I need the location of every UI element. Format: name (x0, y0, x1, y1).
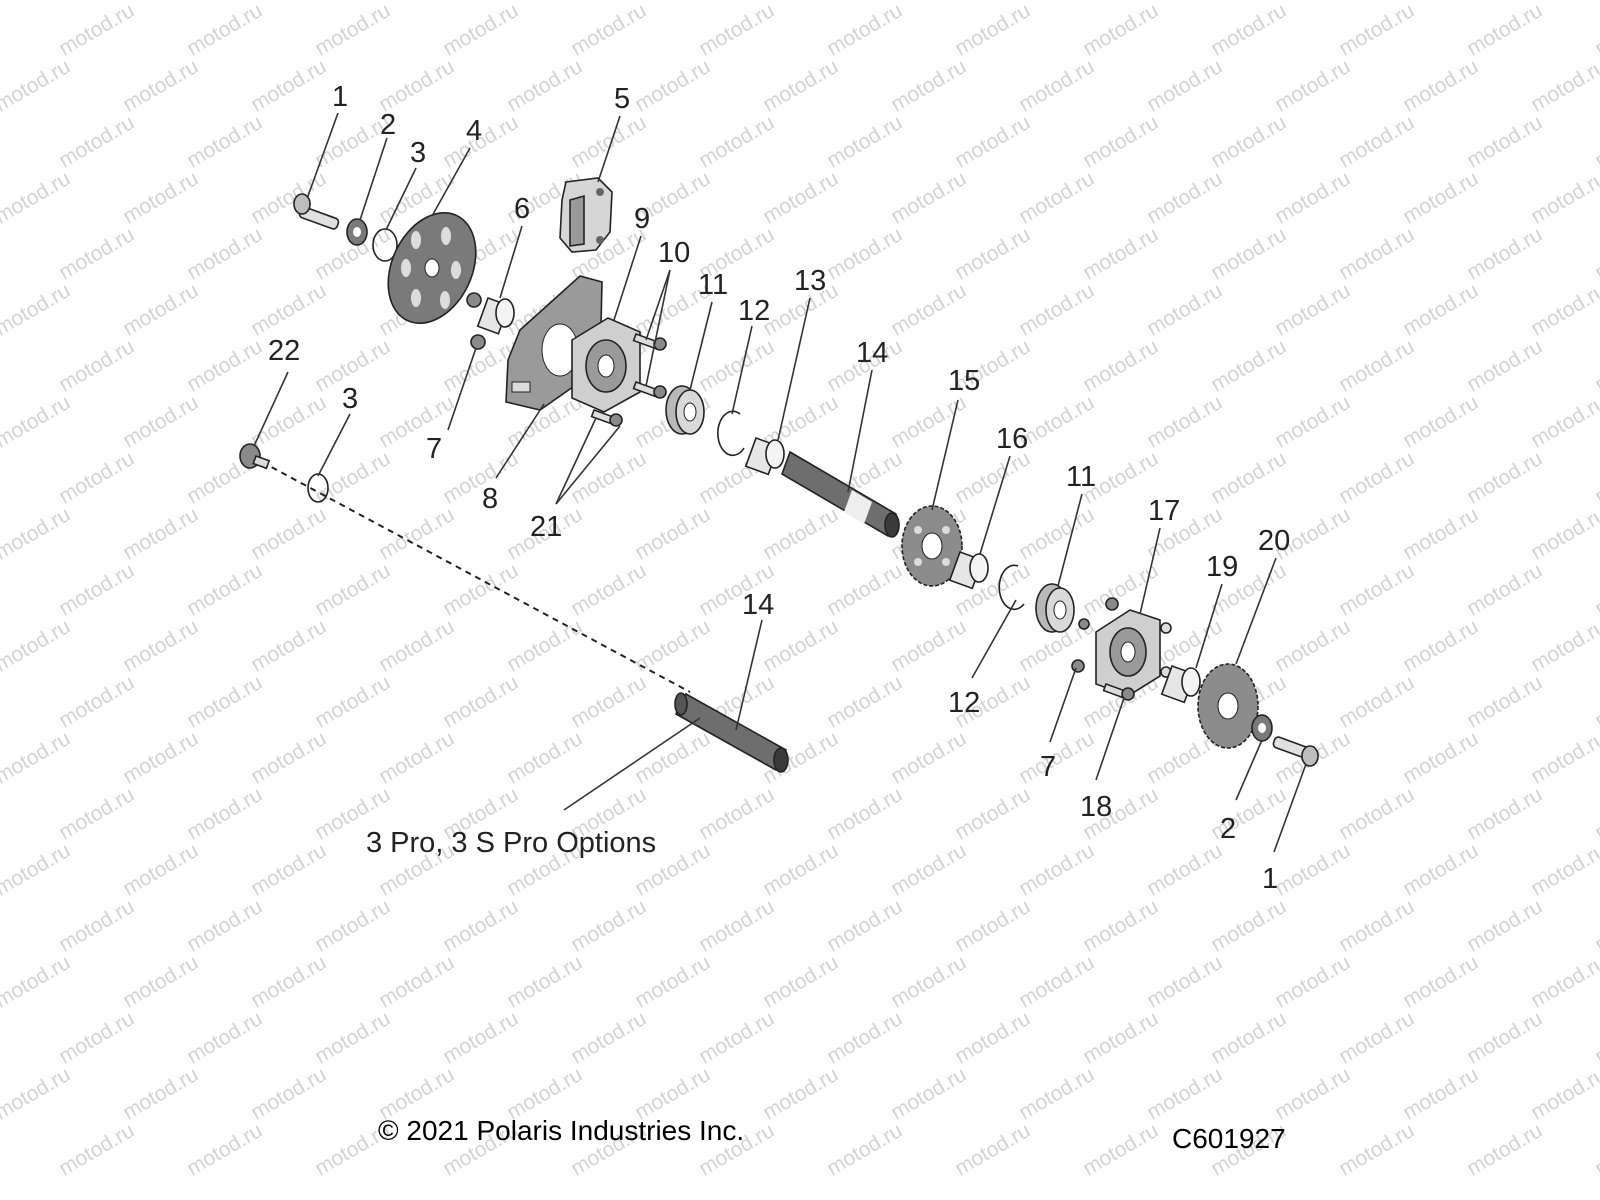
part-bolts-21 (590, 408, 623, 427)
part-oring-top (372, 228, 398, 262)
callout-3-top: 3 (410, 137, 426, 169)
part-bolt-top (293, 193, 340, 230)
part-snap-ring-lower (998, 564, 1025, 611)
callout-14-top: 14 (856, 337, 888, 369)
part-brake-disc (387, 211, 477, 325)
callout-1-top: 1 (332, 81, 348, 113)
callout-20: 20 (1258, 525, 1290, 557)
copyright-text: © 2021 Polaris Industries Inc. (378, 1115, 744, 1146)
callout-15: 15 (948, 365, 980, 397)
callout-1-lower: 1 (1262, 863, 1278, 895)
part-bushing-6 (476, 296, 515, 335)
part-bearing-housing (571, 317, 641, 413)
part-bushing-16 (948, 550, 989, 590)
leader-lines (253, 112, 1307, 853)
part-bushing-13 (744, 436, 785, 476)
callout-6: 6 (514, 193, 530, 225)
part-bolt-lower (1272, 736, 1319, 767)
callout-2-lower: 2 (1220, 813, 1236, 845)
callout-7-top: 7 (426, 433, 442, 465)
callout-21: 21 (530, 511, 562, 543)
callout-5: 5 (614, 83, 630, 115)
alignment-dashed-line (261, 461, 691, 693)
part-sprocket-20 (1197, 663, 1259, 749)
callout-4: 4 (466, 115, 482, 147)
callout-22: 22 (268, 335, 300, 367)
part-oring-lower (307, 473, 329, 503)
options-caption: 3 Pro, 3 S Pro Options (366, 827, 656, 859)
diagram-code: C601927 (1172, 1123, 1286, 1154)
part-bushing-19 (1160, 664, 1201, 704)
part-option-shaft (674, 692, 789, 773)
callout-7-lower: 7 (1040, 751, 1056, 783)
callout-16: 16 (996, 423, 1028, 455)
part-bolt-18 (1102, 682, 1135, 701)
callout-11-lower: 11 (1066, 461, 1096, 493)
part-brake-caliper (559, 177, 613, 253)
part-sprocket-15 (901, 505, 963, 587)
callout-12-lower: 12 (948, 687, 980, 719)
part-washer-lower (1251, 714, 1273, 742)
callout-2-top: 2 (380, 109, 396, 141)
callout-14-lower: 14 (742, 589, 774, 621)
callout-13: 13 (794, 265, 826, 297)
part-nut-top (466, 292, 486, 350)
callout-11-top: 11 (698, 269, 728, 301)
callout-18: 18 (1080, 791, 1112, 823)
part-drive-shaft-top (781, 450, 900, 538)
callout-12-top: 12 (738, 295, 770, 327)
callout-8: 8 (482, 483, 498, 515)
part-plug-22 (239, 443, 271, 470)
callout-3-lower: 3 (342, 383, 358, 415)
part-bearing-housing-17 (1071, 597, 1172, 697)
callout-19: 19 (1206, 551, 1238, 583)
part-bearing-lower (1035, 583, 1090, 633)
callout-9: 9 (634, 203, 650, 235)
callout-10: 10 (658, 237, 690, 269)
callout-17: 17 (1148, 495, 1180, 527)
part-snap-ring-top (717, 410, 745, 457)
callout-labels: 1 2 3 4 5 6 7 8 9 10 11 12 13 14 15 16 1… (268, 81, 1290, 895)
part-washer-top (346, 218, 368, 246)
part-bearing-top (665, 385, 705, 435)
